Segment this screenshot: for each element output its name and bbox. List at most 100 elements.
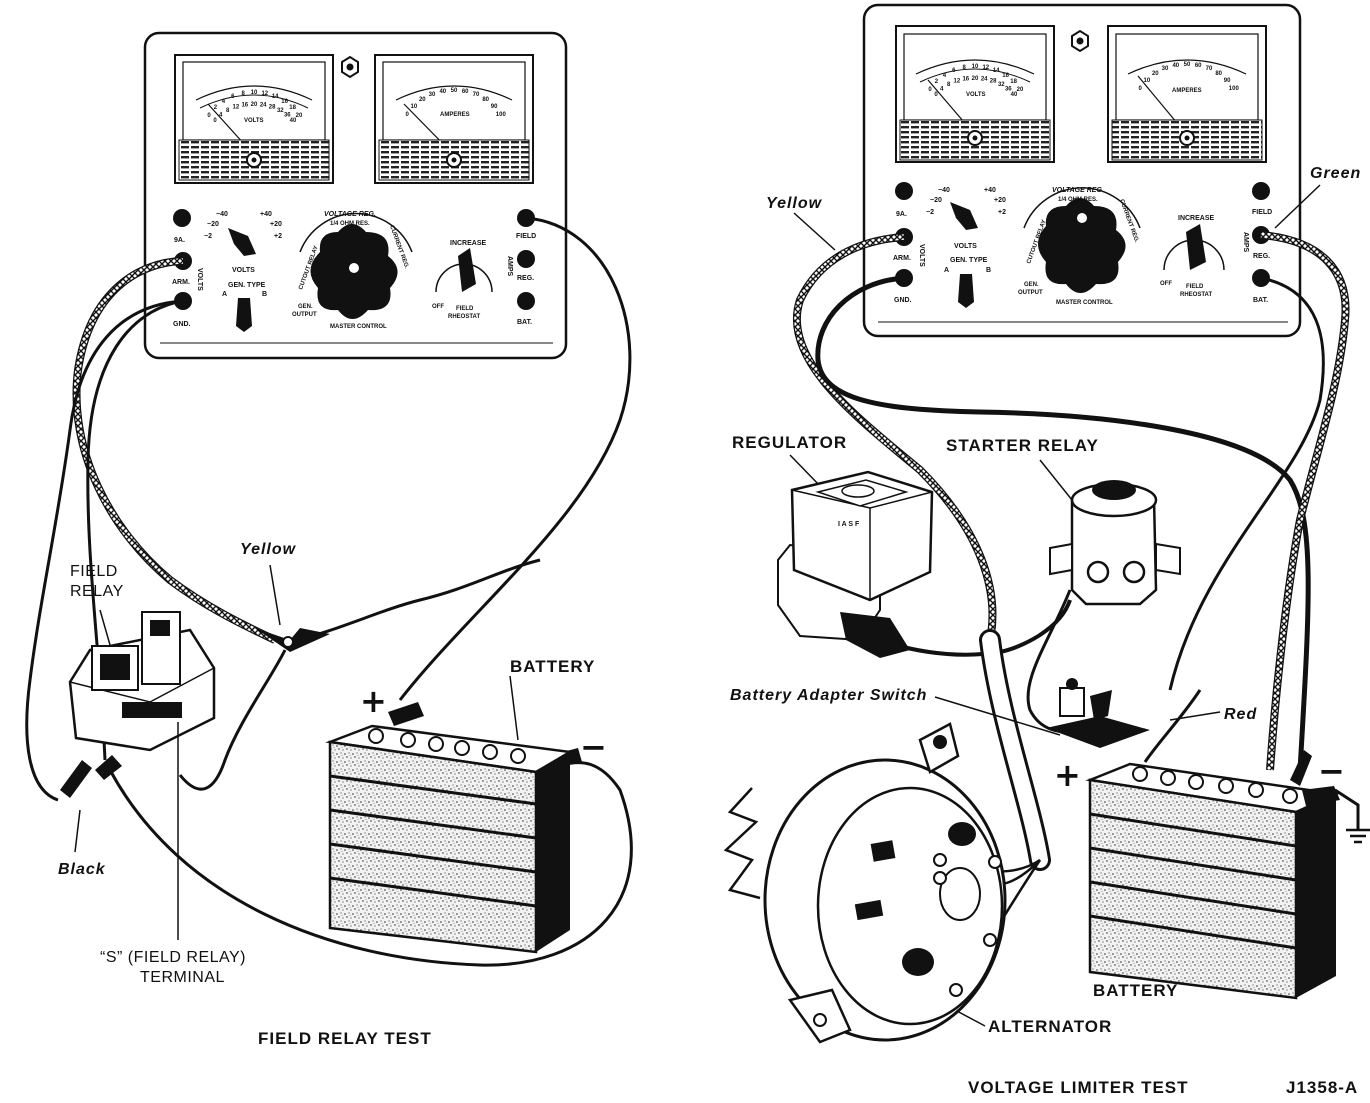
volts-scale-tick-label: 0 — [928, 87, 932, 93]
volts-scale-tick-label: 12 — [233, 105, 240, 111]
volts-scale-tick-label: 36 — [1005, 87, 1012, 93]
volts-scale-tick-label: 20 — [972, 76, 979, 82]
volts-scale-tick-label: 16 — [241, 103, 248, 109]
amps-scale-tick-label: 90 — [491, 104, 498, 110]
s-terminal-label-1: “S” (FIELD RELAY) — [100, 949, 246, 966]
right-caption: VOLTAGE LIMITER TEST — [968, 1078, 1189, 1097]
regulator-label: REGULATOR — [732, 433, 847, 452]
volts-scale-tick-label: 12 — [261, 91, 268, 97]
amperes-meter: AMPERES — [374, 54, 534, 184]
gen-output-label-1-right: GEN. — [1024, 282, 1039, 288]
field-relay-unit — [68, 609, 216, 940]
field-rheostat-label-1-right: FIELD — [1186, 284, 1204, 290]
volts-scale-tick-label: 4 — [219, 113, 223, 119]
field-rheostat-label-2-right: RHEOSTAT — [1180, 292, 1212, 298]
gen-type-label-right: GEN. TYPE — [950, 257, 988, 264]
amps-scale-tick-label: 60 — [462, 89, 469, 95]
starter-relay-label: STARTER RELAY — [946, 436, 1099, 455]
volts-scale-tick-label: 16 — [281, 99, 288, 105]
master-control-label-right: MASTER CONTROL — [1056, 300, 1113, 306]
left-plus-sign: + — [360, 682, 387, 720]
left-caption: FIELD RELAY TEST — [258, 1029, 432, 1048]
volts-range-selector: −40 +40 −20 +20 −2 +2 VOLTS — [204, 211, 282, 274]
volts-scale-tick-label: 8 — [963, 65, 967, 71]
amps-scale-tick-label: 100 — [496, 112, 507, 118]
alternator-label: ALTERNATOR — [988, 1017, 1112, 1036]
battery-adapter-switch-label: Battery Adapter Switch — [730, 687, 927, 704]
volts-scale-tick-label: 24 — [260, 103, 267, 109]
terminal-9a-label-right: 9A. — [896, 211, 907, 218]
volts-scale-tick-label: 10 — [972, 64, 979, 70]
volts-scale-tick-label: 0 — [213, 118, 217, 124]
amps-scale-tick-label: 50 — [451, 88, 458, 94]
volts-scale-tick-label: 4 — [222, 99, 226, 105]
volts-scale-tick-label: 12 — [954, 79, 961, 85]
range-m20-label-right: −20 — [930, 197, 942, 204]
ground-symbol-icon — [1334, 788, 1370, 844]
terminal-reg — [517, 250, 535, 268]
gen-type-switch-right: GEN. TYPE A B — [944, 257, 991, 308]
right-minus-sign: − — [1318, 752, 1345, 790]
gen-output-label-1: GEN. — [298, 304, 313, 310]
field-rheostat-knob: INCREASE OFF FIELD RHEOSTAT AMPS — [432, 240, 513, 320]
terminal-reg-label-right: REG. — [1253, 253, 1270, 260]
gen-type-switch: GEN. TYPE A B — [222, 282, 267, 332]
gen-output-label-2-right: OUTPUT — [1018, 290, 1043, 296]
amps-scale-tick-label: 30 — [1162, 66, 1169, 72]
volts-range-selector-right: −40 +40 −20 +20 −2 +2 VOLTS — [926, 187, 1006, 250]
volts-scale-tick-label: 32 — [277, 108, 284, 114]
amps-scale-tick-label: 40 — [1172, 63, 1179, 69]
figure-code: J1358-A — [1286, 1078, 1358, 1097]
right-battery-label: BATTERY — [1093, 981, 1178, 1000]
terminal-bat-label-right: BAT. — [1253, 297, 1268, 304]
volts-side-label: VOLTS — [196, 268, 203, 291]
amps-scale-tick-label: 80 — [482, 97, 489, 103]
terminal-bat-label: BAT. — [517, 319, 532, 326]
range-p2-label-right: +2 — [998, 209, 1006, 216]
terminal-9a-label: 9A. — [174, 237, 185, 244]
range-m2-label-right: −2 — [926, 209, 934, 216]
volts-scale-tick-label: 8 — [947, 82, 951, 88]
volts-meter: VOLTS — [174, 54, 334, 184]
field-relay-label-1: FIELD — [70, 563, 118, 580]
volts-scale-tick-label: 28 — [990, 79, 997, 85]
terminal-arm-label-right: ARM. — [893, 255, 911, 262]
right-battery — [1085, 750, 1341, 1000]
right-red-label: Red — [1224, 706, 1257, 723]
amperes-meter-label: AMPERES — [440, 112, 470, 118]
volts-scale-tick-label: 4 — [943, 73, 947, 79]
amps-scale-tick-label: 70 — [473, 92, 480, 98]
volts-scale-tick-label: 2 — [214, 105, 218, 111]
gen-b-label: B — [262, 291, 267, 298]
master-control-label: MASTER CONTROL — [330, 324, 387, 330]
regulator-unit: I A S F — [777, 470, 934, 658]
volts-meter-label: VOLTS — [244, 118, 264, 124]
terminal-gnd-label: GND. — [173, 321, 191, 328]
volts-scale-tick-label: 8 — [242, 91, 246, 97]
range-p2-label: +2 — [274, 233, 282, 240]
range-m2-label: −2 — [204, 233, 212, 240]
volts-scale-tick-label: 20 — [296, 113, 303, 119]
terminal-bat — [517, 292, 535, 310]
left-yellow-label: Yellow — [240, 541, 297, 558]
left-black-label: Black — [58, 861, 106, 878]
volts-selector-label-right: VOLTS — [954, 243, 977, 250]
amps-scale-tick-label: 50 — [1184, 62, 1191, 68]
volts-side-label-right: VOLTS — [918, 244, 925, 267]
amperes-meter-label-right: AMPERES — [1172, 88, 1202, 94]
amps-scale-tick-label: 20 — [1152, 71, 1159, 77]
terminal-reg-label: REG. — [517, 275, 534, 282]
volts-scale-tick-label: 40 — [290, 118, 297, 124]
gen-a-label: A — [222, 291, 227, 298]
right-yellow-label: Yellow — [766, 195, 823, 212]
right-plus-sign: + — [1054, 756, 1081, 794]
volts-scale-tick-label: 16 — [1002, 73, 1009, 79]
ohm-res-label-right: 1/4 OHM RES. — [1058, 197, 1098, 203]
range-p40-label: +40 — [260, 211, 272, 218]
volts-scale-tick-label: 10 — [251, 90, 258, 96]
volts-meter-label-right: VOLTS — [966, 92, 986, 98]
terminal-field-right — [1252, 182, 1270, 200]
volts-scale-tick-label: 0 — [207, 113, 211, 119]
volts-scale-tick-label: 12 — [982, 65, 989, 71]
